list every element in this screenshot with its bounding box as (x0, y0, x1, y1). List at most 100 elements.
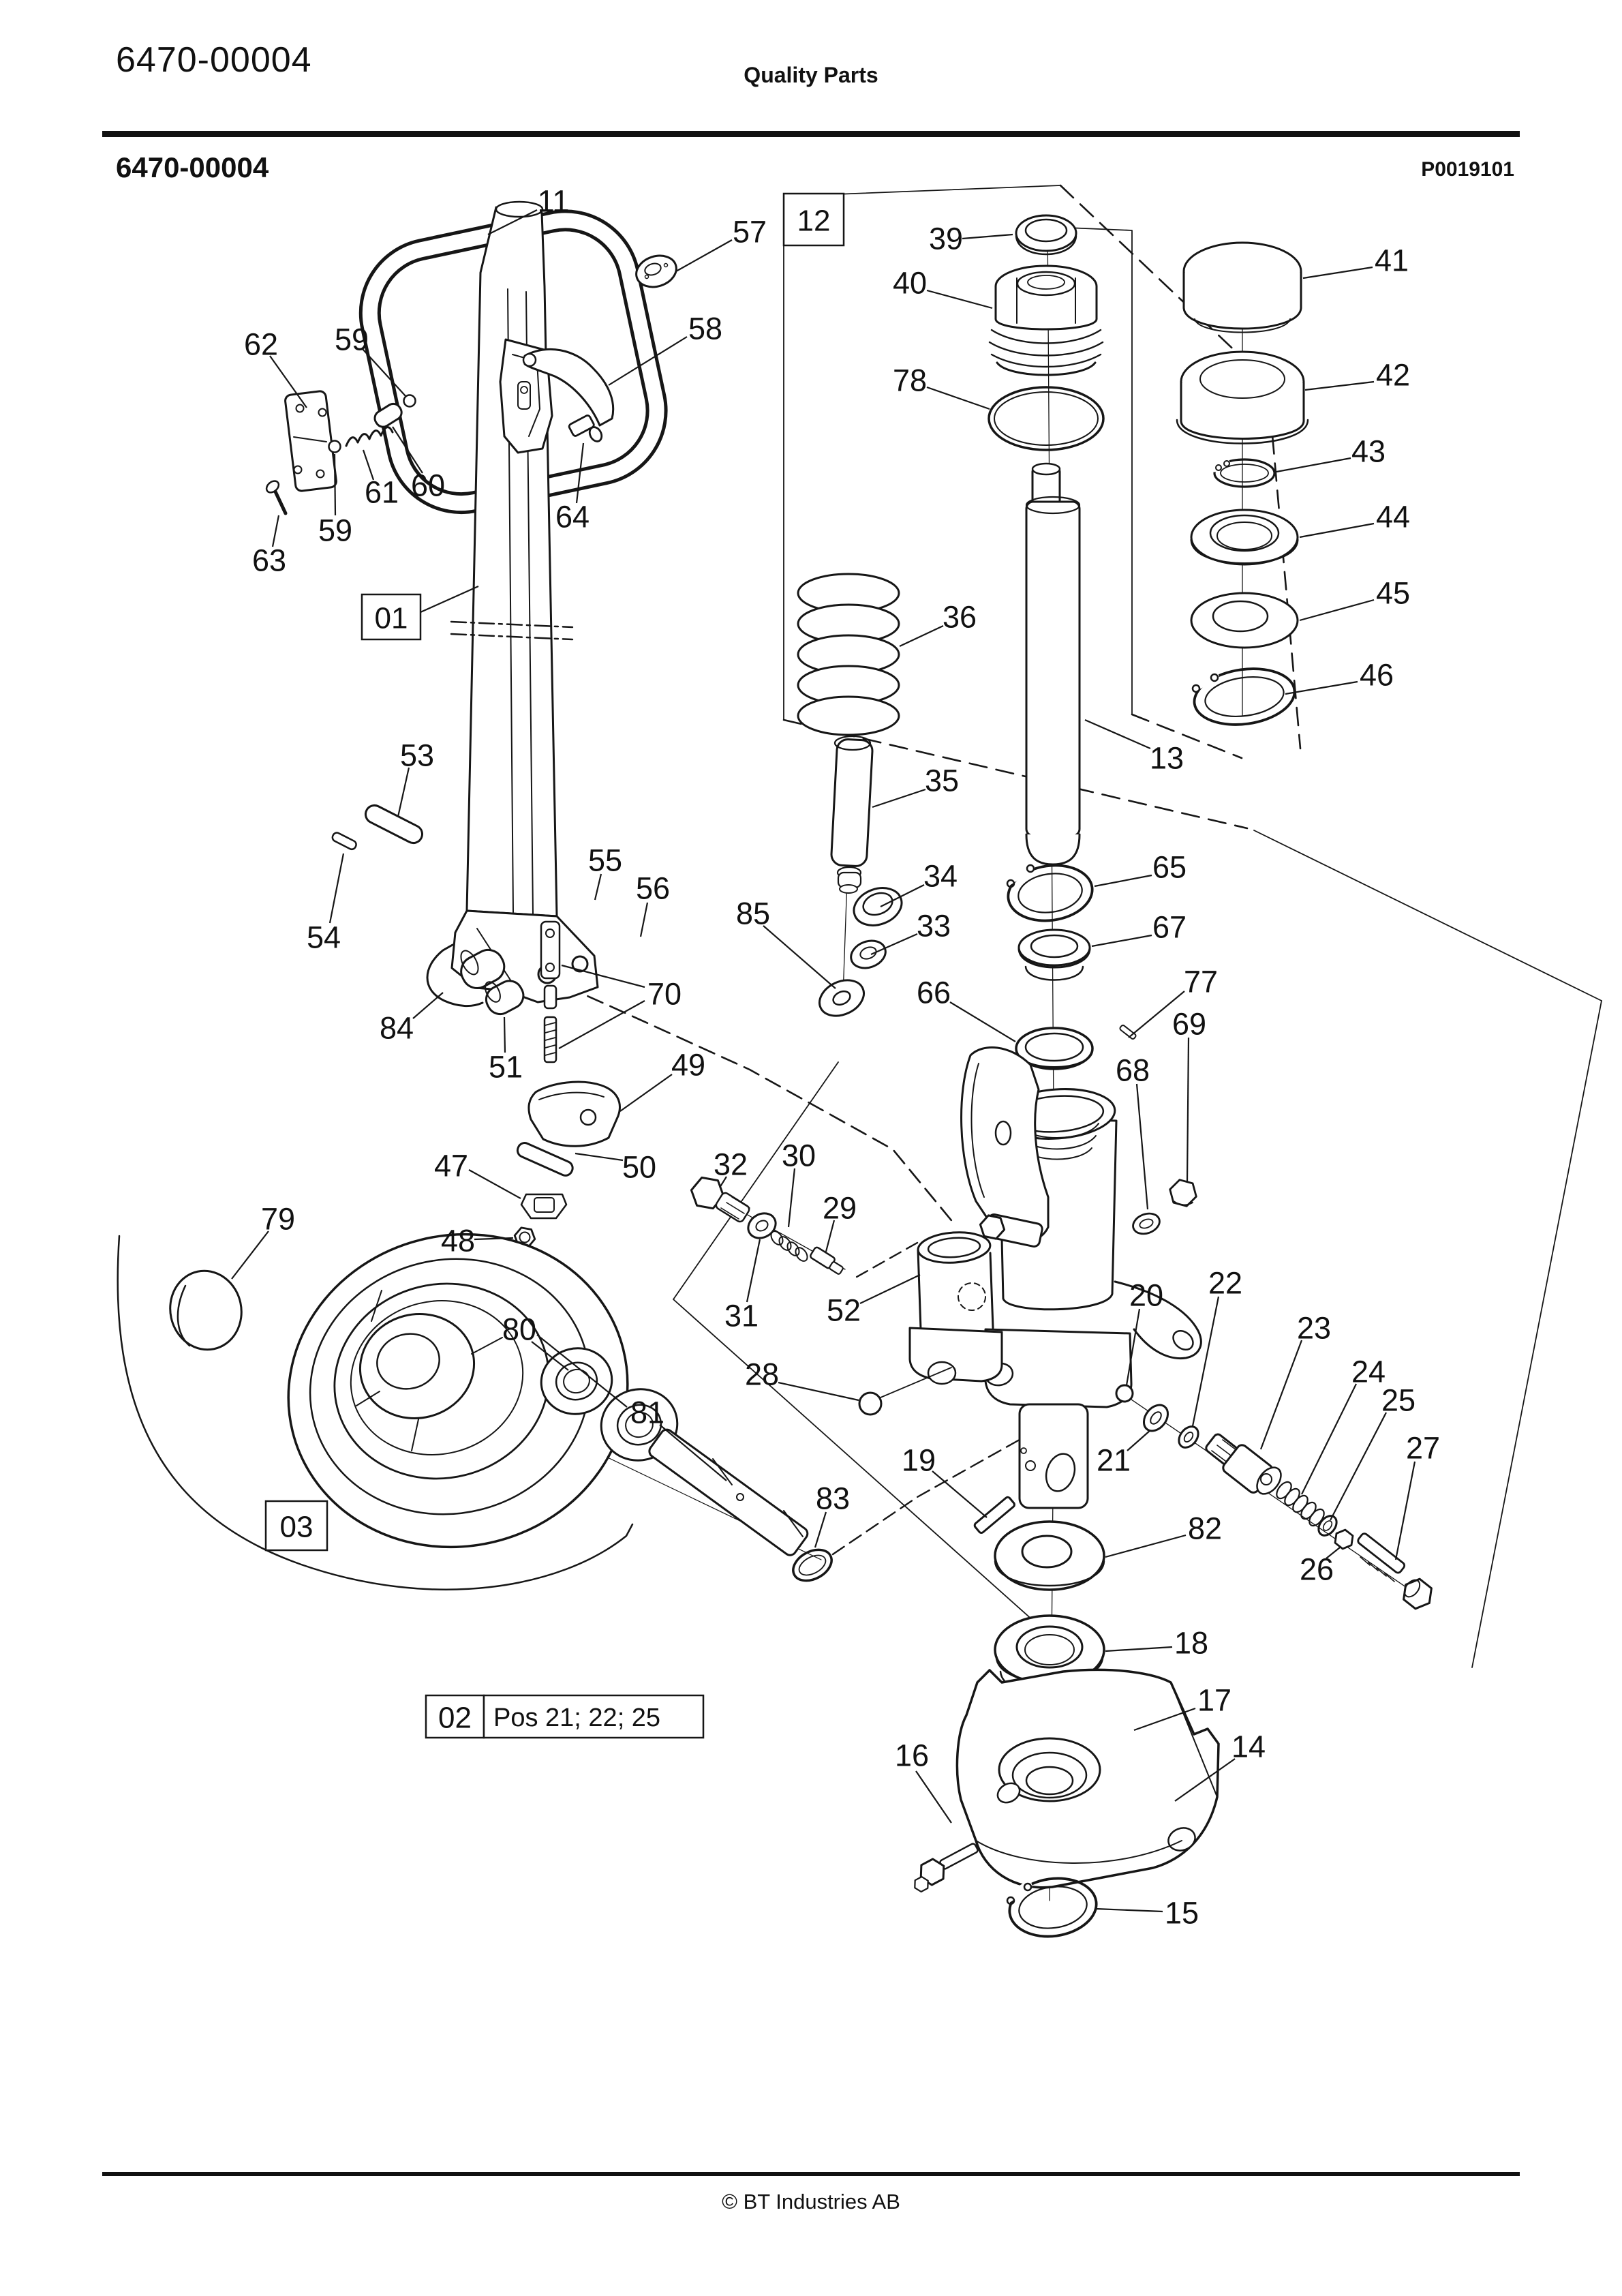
callout-label-52: 52 (827, 1293, 861, 1328)
callout-label-40: 40 (893, 266, 927, 301)
callout-label-27: 27 (1406, 1431, 1440, 1466)
callout-label-70: 70 (647, 977, 682, 1012)
leader-line (1128, 991, 1185, 1038)
group-box-label: 03 (280, 1511, 313, 1544)
leader-line (412, 992, 444, 1019)
callout-label-58: 58 (688, 312, 722, 346)
leader-line (503, 1016, 506, 1053)
leader-line (880, 884, 925, 907)
leader-line (949, 1001, 1016, 1042)
leader-line (825, 1220, 836, 1252)
callout-label-51: 51 (489, 1050, 523, 1085)
callout-label-48: 48 (441, 1224, 475, 1258)
group-box-note-frame (483, 1694, 705, 1739)
group-brace (117, 1235, 634, 1590)
leader-line (594, 873, 602, 901)
snap-ring (1008, 1877, 1098, 1938)
leader-line (1259, 1340, 1303, 1450)
callout-label-63: 63 (252, 543, 286, 578)
piston-rod (1025, 500, 1081, 837)
leader-line (1133, 1707, 1196, 1732)
callout-label-45: 45 (1376, 576, 1410, 611)
callout-label-82: 82 (1188, 1511, 1222, 1546)
footer-divider (102, 2172, 1520, 2176)
group-box-03 (264, 1500, 328, 1552)
callout-label-85: 85 (736, 896, 770, 931)
callout-label-19: 19 (902, 1443, 936, 1478)
cup-washer (853, 887, 903, 926)
leader-line (1301, 1383, 1357, 1495)
plug (690, 1176, 725, 1210)
leader-line (362, 348, 407, 397)
leader-line (1125, 1308, 1141, 1386)
leader-line (1084, 719, 1151, 750)
leader-line (870, 933, 918, 956)
callout-label-39: 39 (929, 222, 963, 256)
leader-line (1105, 1646, 1173, 1652)
callout-label-18: 18 (1174, 1626, 1208, 1661)
callout-label-34: 34 (923, 859, 958, 894)
leader-line (575, 442, 585, 504)
group-box-01 (361, 593, 422, 641)
leader-line (269, 355, 307, 408)
callout-label-60: 60 (411, 468, 445, 503)
callout-label-25: 25 (1381, 1383, 1416, 1418)
leader-line (397, 767, 410, 817)
leader-line (1186, 1037, 1190, 1183)
group-box-note: Pos 21; 22; 25 (493, 1704, 660, 1732)
callout-label-44: 44 (1376, 500, 1410, 534)
leader-line (271, 515, 280, 547)
leader-line (639, 902, 649, 937)
leader-line (1094, 874, 1152, 888)
leader-line (1135, 1083, 1149, 1210)
bushing (1015, 214, 1077, 252)
leader-line (608, 336, 688, 386)
page-title: Quality Parts (744, 63, 878, 87)
callout-label-56: 56 (636, 871, 670, 906)
leader-line (899, 625, 944, 647)
callout-label-68: 68 (1116, 1053, 1150, 1088)
callout-label-13: 13 (1150, 741, 1184, 776)
callout-label-47: 47 (434, 1149, 468, 1183)
callout-label-15: 15 (1165, 1896, 1199, 1931)
callout-label-35: 35 (925, 764, 959, 798)
callout-label-80: 80 (502, 1312, 536, 1347)
leader-line (763, 925, 836, 989)
leader-line (814, 1511, 827, 1548)
callout-label-49: 49 (671, 1048, 705, 1083)
leader-line (1299, 599, 1375, 622)
leader-line (675, 239, 733, 272)
leader-line (778, 1381, 859, 1402)
leader-line (915, 1770, 952, 1824)
leader-line (1276, 457, 1351, 473)
callout-label-50: 50 (622, 1150, 656, 1185)
header-divider (102, 131, 1520, 137)
callout-label-33: 33 (917, 909, 951, 943)
leader-line (558, 1000, 645, 1049)
callout-label-64: 64 (555, 500, 590, 534)
leader-line (536, 1334, 628, 1408)
callout-label-78: 78 (893, 363, 927, 398)
leader-line (746, 1239, 761, 1303)
callout-label-20: 20 (1129, 1278, 1163, 1313)
cam-lever (527, 1081, 621, 1147)
leader-line (659, 1424, 727, 1481)
leader-line (1302, 266, 1373, 280)
leader-line (362, 449, 375, 481)
callout-label-65: 65 (1152, 850, 1187, 885)
callout-label-21: 21 (1097, 1443, 1131, 1478)
leader-line (619, 1074, 673, 1112)
callout-label-28: 28 (745, 1357, 779, 1392)
callout-label-67: 67 (1152, 910, 1187, 945)
callout-label-26: 26 (1300, 1552, 1334, 1587)
callout-label-23: 23 (1297, 1311, 1331, 1346)
callout-label-43: 43 (1351, 434, 1386, 469)
leader-line (787, 1168, 796, 1228)
guide-ring (1015, 1027, 1094, 1070)
callout-label-57: 57 (733, 215, 767, 250)
callout-label-22: 22 (1208, 1266, 1242, 1301)
leader-lines (231, 209, 1416, 1913)
leader-line (1174, 1758, 1236, 1802)
o-ring (988, 386, 1105, 451)
